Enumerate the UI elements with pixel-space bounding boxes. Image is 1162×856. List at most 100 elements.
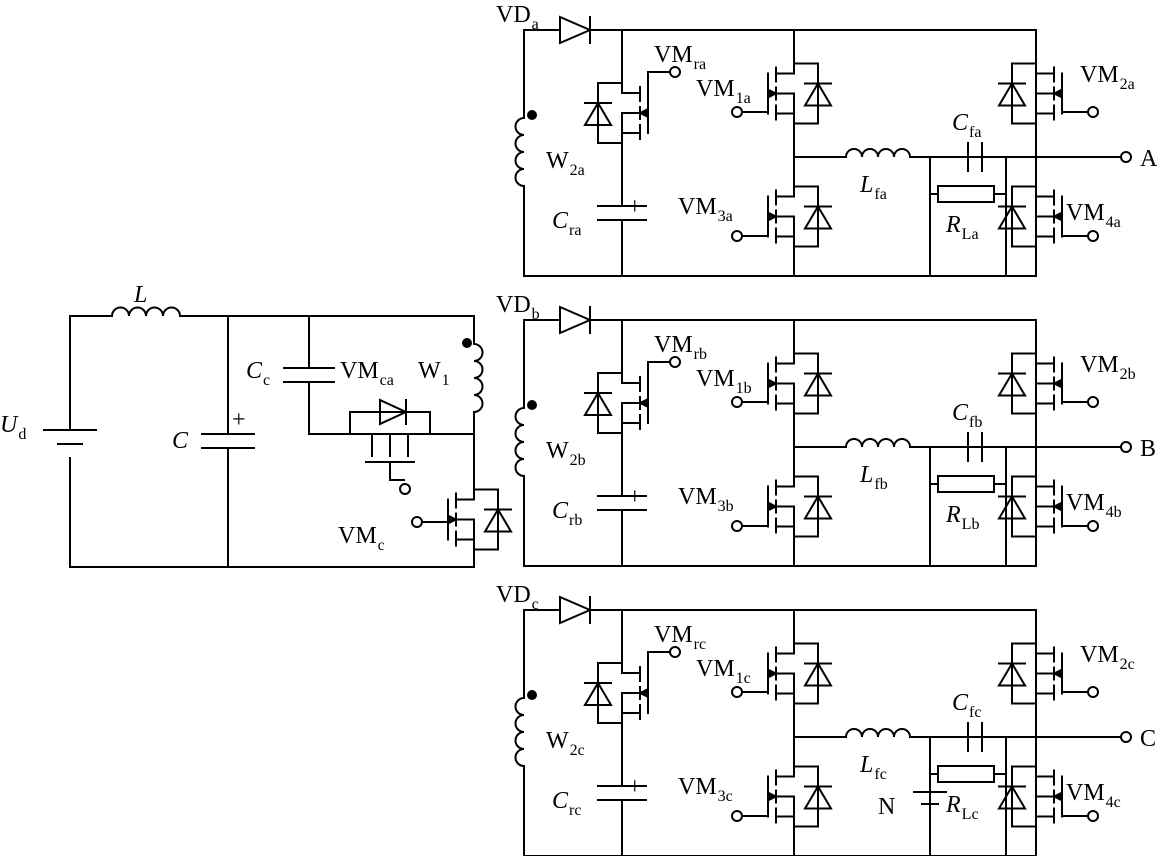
wire	[1035, 92, 1055, 115]
label-RL-sub: Lc	[962, 806, 979, 823]
label-VM2: VM2a	[1080, 62, 1135, 93]
label-VMca-base: VM	[340, 358, 379, 384]
wire	[775, 402, 795, 448]
terminal	[1087, 810, 1099, 822]
wire	[741, 235, 769, 238]
terminal	[399, 483, 411, 495]
wire	[741, 111, 769, 115]
wire	[1061, 691, 1089, 695]
terminal	[1087, 106, 1099, 118]
arrow-icon	[768, 668, 778, 679]
wire	[775, 446, 795, 488]
wire	[621, 319, 641, 384]
label-VM2-sub: 2a	[1120, 76, 1135, 93]
wire	[1035, 505, 1055, 528]
output-terminal-label: C	[1140, 726, 1156, 752]
resistor-icon	[937, 475, 995, 493]
wire	[1035, 235, 1055, 277]
label-VM3-base: VM	[678, 194, 717, 220]
label-W2-sub: 2c	[570, 742, 585, 759]
wire	[621, 609, 641, 674]
label-L: L	[133, 282, 147, 308]
label-VM3-base: VM	[678, 774, 717, 800]
label-VM1: VM1b	[696, 366, 752, 397]
junction-dot	[527, 400, 537, 410]
label-VM4-base: VM	[1066, 780, 1105, 806]
label-VMc: VMc	[338, 523, 385, 554]
resistor-icon	[937, 765, 995, 783]
junction-dot	[462, 338, 472, 348]
arrow-icon	[768, 791, 778, 802]
wire	[775, 505, 795, 528]
wire	[455, 538, 475, 568]
diode-icon	[997, 81, 1027, 107]
wire	[621, 402, 641, 424]
wire	[621, 692, 641, 714]
wire	[1061, 111, 1089, 115]
arrow-icon	[1052, 211, 1062, 222]
label-Cf-sub: fb	[969, 414, 982, 431]
label-RL-sub: La	[962, 226, 979, 243]
terminal	[669, 356, 681, 368]
capacitor-icon	[967, 142, 983, 172]
wire	[793, 62, 819, 125]
wire	[793, 185, 819, 248]
label-Cr: Crb	[552, 498, 582, 529]
label-VM2-sub: 2c	[1120, 656, 1135, 673]
label-VM2-sub: 2b	[1120, 366, 1136, 383]
label-VMca: VMca	[340, 358, 394, 389]
diode-icon	[559, 305, 593, 335]
label-Lf: Lfb	[859, 462, 888, 493]
label-RL-base: R	[945, 212, 961, 238]
wire	[793, 352, 819, 415]
wire	[1035, 112, 1055, 158]
label-Cf: Cfc	[952, 690, 981, 721]
inductor-coil	[514, 696, 526, 768]
diode-icon	[803, 81, 833, 107]
capacitor-icon	[283, 367, 335, 383]
label-VM1-base: VM	[696, 366, 735, 392]
wire	[775, 156, 795, 198]
wire	[621, 29, 641, 94]
inductor-coil	[110, 306, 182, 318]
label-VM4-sub: 4a	[1106, 214, 1121, 231]
wire	[1035, 815, 1055, 856]
label-VM1: VM1a	[696, 76, 751, 107]
wire	[1011, 62, 1037, 125]
label-VM3: VM3b	[678, 484, 734, 515]
label-Cr: Cra	[552, 208, 581, 239]
arrow-icon	[638, 398, 648, 408]
label-Cr-sub: rc	[569, 802, 581, 819]
label-W2: W2c	[546, 728, 585, 759]
diode-icon	[997, 784, 1027, 810]
label-W2-sub: 2a	[570, 162, 585, 179]
label-VM2-base: VM	[1080, 642, 1119, 668]
diode-icon	[997, 494, 1027, 520]
label-VMr-sub: rb	[694, 346, 707, 363]
label-VMr: VMrb	[654, 332, 707, 363]
wire	[647, 361, 671, 424]
terminal	[669, 66, 681, 78]
label-Ud: Ud	[0, 412, 26, 443]
label-Lf-sub: fb	[874, 476, 887, 493]
label-VM4-sub: 4b	[1106, 504, 1122, 521]
capacitor-icon	[597, 495, 647, 511]
capacitor-icon	[597, 785, 647, 801]
junction-dot	[527, 110, 537, 120]
wire	[523, 29, 1037, 277]
wire	[647, 651, 671, 714]
wire	[1035, 319, 1055, 365]
label-VMr-sub: rc	[694, 636, 706, 653]
diode-icon	[583, 681, 613, 706]
wire	[69, 315, 475, 568]
wire	[929, 736, 939, 856]
wire	[775, 215, 795, 238]
wire	[597, 372, 623, 434]
label-VM3-base: VM	[678, 484, 717, 510]
diode-icon	[997, 204, 1027, 230]
wire	[1035, 736, 1055, 778]
wire	[775, 609, 795, 655]
label-VM3-sub: 3c	[718, 788, 733, 805]
label-VM4-base: VM	[1066, 490, 1105, 516]
label-Lf-base: L	[859, 462, 873, 488]
